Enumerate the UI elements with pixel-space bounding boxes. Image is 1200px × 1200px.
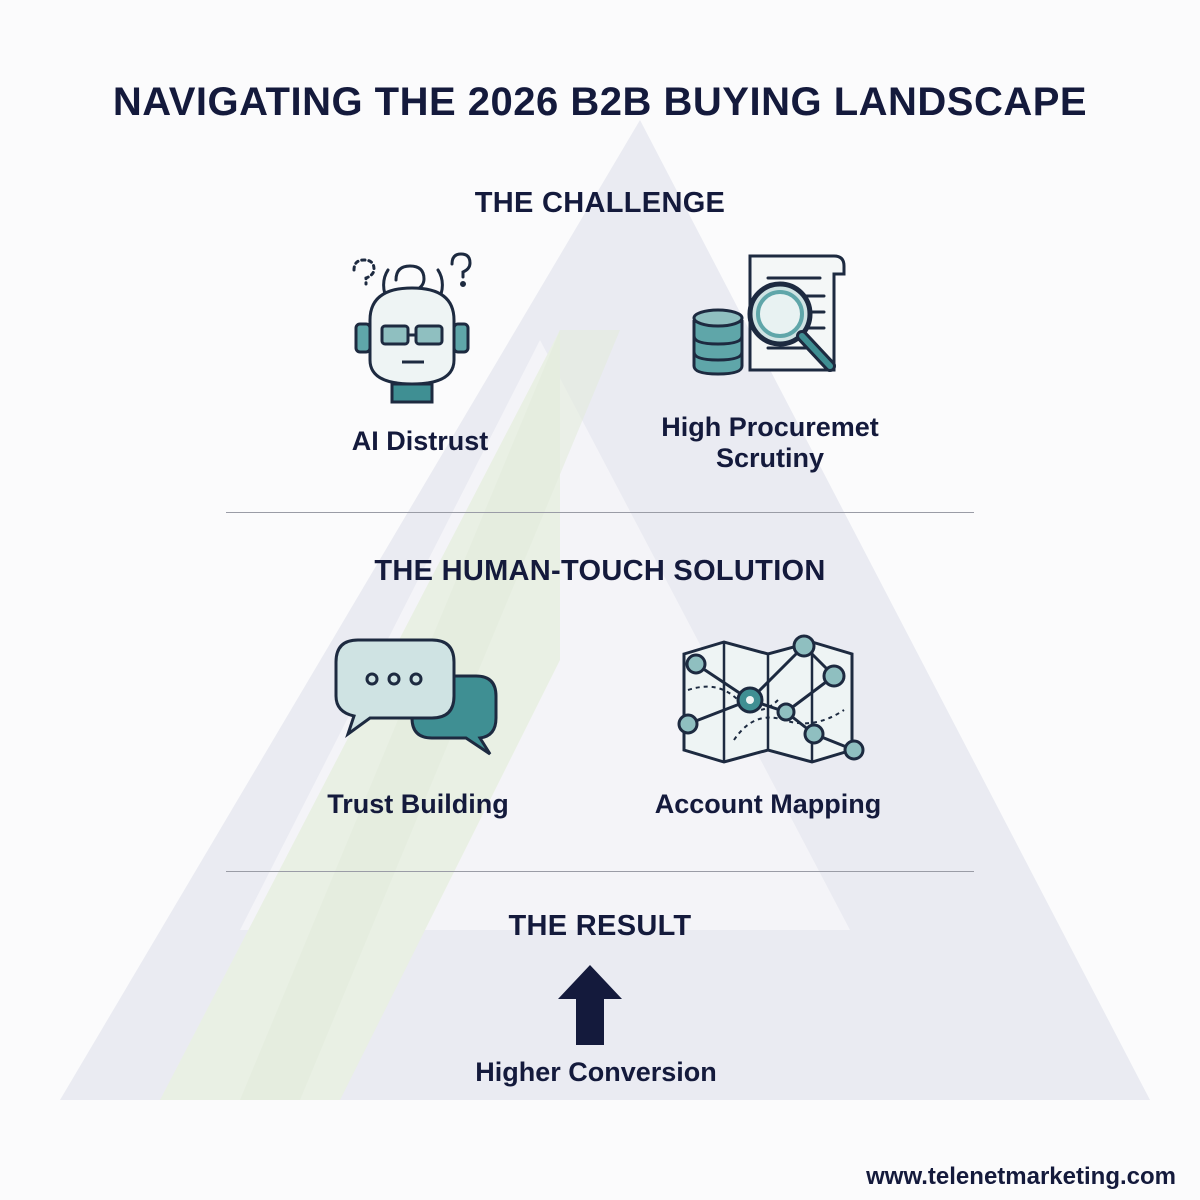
solution-item-account-mapping-label: Account Mapping bbox=[654, 789, 882, 819]
solution-item-trust-building-label: Trust Building bbox=[327, 789, 509, 819]
robot-confused-icon bbox=[352, 252, 472, 404]
network-map-icon bbox=[677, 634, 865, 764]
procurement-label-line1: High Procuremet bbox=[661, 412, 879, 442]
procurement-label-line2: Scrutiny bbox=[715, 443, 825, 473]
page-title: NAVIGATING THE 2026 B2B BUYING LANDSCAPE bbox=[112, 80, 1088, 124]
section-divider-1 bbox=[226, 512, 974, 513]
up-arrow-icon bbox=[558, 965, 622, 1045]
result-item-higher-conversion-label: Higher Conversion bbox=[475, 1057, 717, 1087]
challenge-item-procurement-label: High Procuremet Scrutiny bbox=[620, 412, 920, 474]
section-divider-2 bbox=[226, 871, 974, 872]
document-magnifier-icon bbox=[692, 254, 846, 376]
footer-website-url: www.telenetmarketing.com bbox=[866, 1163, 1176, 1190]
chat-bubbles-icon bbox=[334, 638, 498, 756]
challenge-heading: THE CHALLENGE bbox=[474, 187, 726, 219]
solution-heading: THE HUMAN-TOUCH SOLUTION bbox=[374, 555, 826, 587]
result-heading: THE RESULT bbox=[508, 910, 692, 942]
challenge-item-ai-distrust-label: AI Distrust bbox=[351, 426, 489, 456]
